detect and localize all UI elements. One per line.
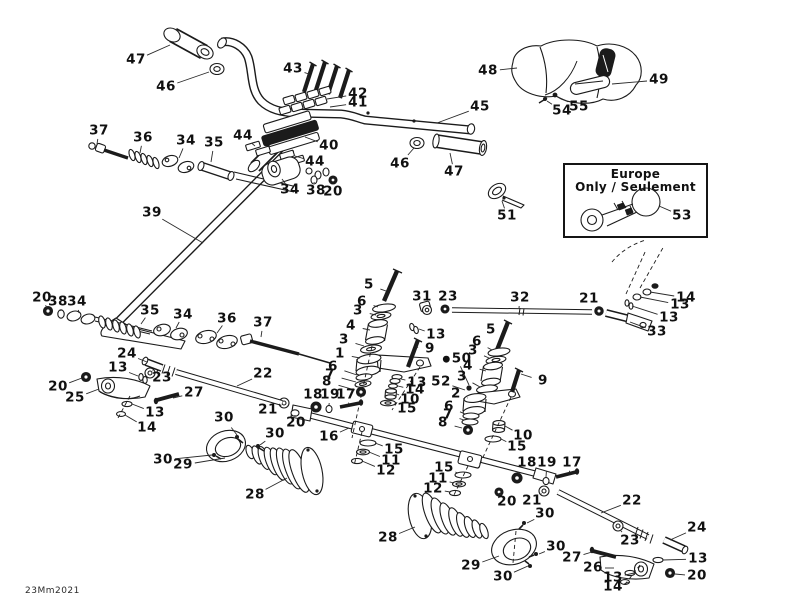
- upper-linkage: [88, 142, 338, 193]
- inset-title-line1: Europe: [610, 167, 661, 181]
- relay-rod: [278, 397, 580, 497]
- lower-linkage: [42, 305, 331, 364]
- left-pivot-stack: [354, 268, 432, 407]
- cable-tie: [487, 182, 525, 209]
- right-tie-rod: [556, 489, 689, 585]
- left-grip: [163, 27, 225, 76]
- callout-leader-lines: [45, 44, 687, 585]
- horn: [580, 187, 661, 232]
- inset-title-line2: Only / Seulement: [575, 180, 696, 194]
- right-pivot-stack: [461, 319, 524, 443]
- centerlines: [117, 239, 665, 588]
- europe-only-inset: Europe Only / Seulement: [563, 163, 708, 238]
- handlebar-clamps: [278, 85, 332, 116]
- right-grip: [409, 133, 488, 156]
- handlebar: [217, 37, 476, 135]
- left-bellows: [205, 429, 324, 496]
- right-bellows: [407, 492, 538, 568]
- figure-code: 23Mm2021: [25, 586, 80, 596]
- handlebar-muff: [511, 39, 642, 104]
- left-tie-rod: [80, 356, 283, 417]
- upper-tie-rod: [409, 283, 659, 335]
